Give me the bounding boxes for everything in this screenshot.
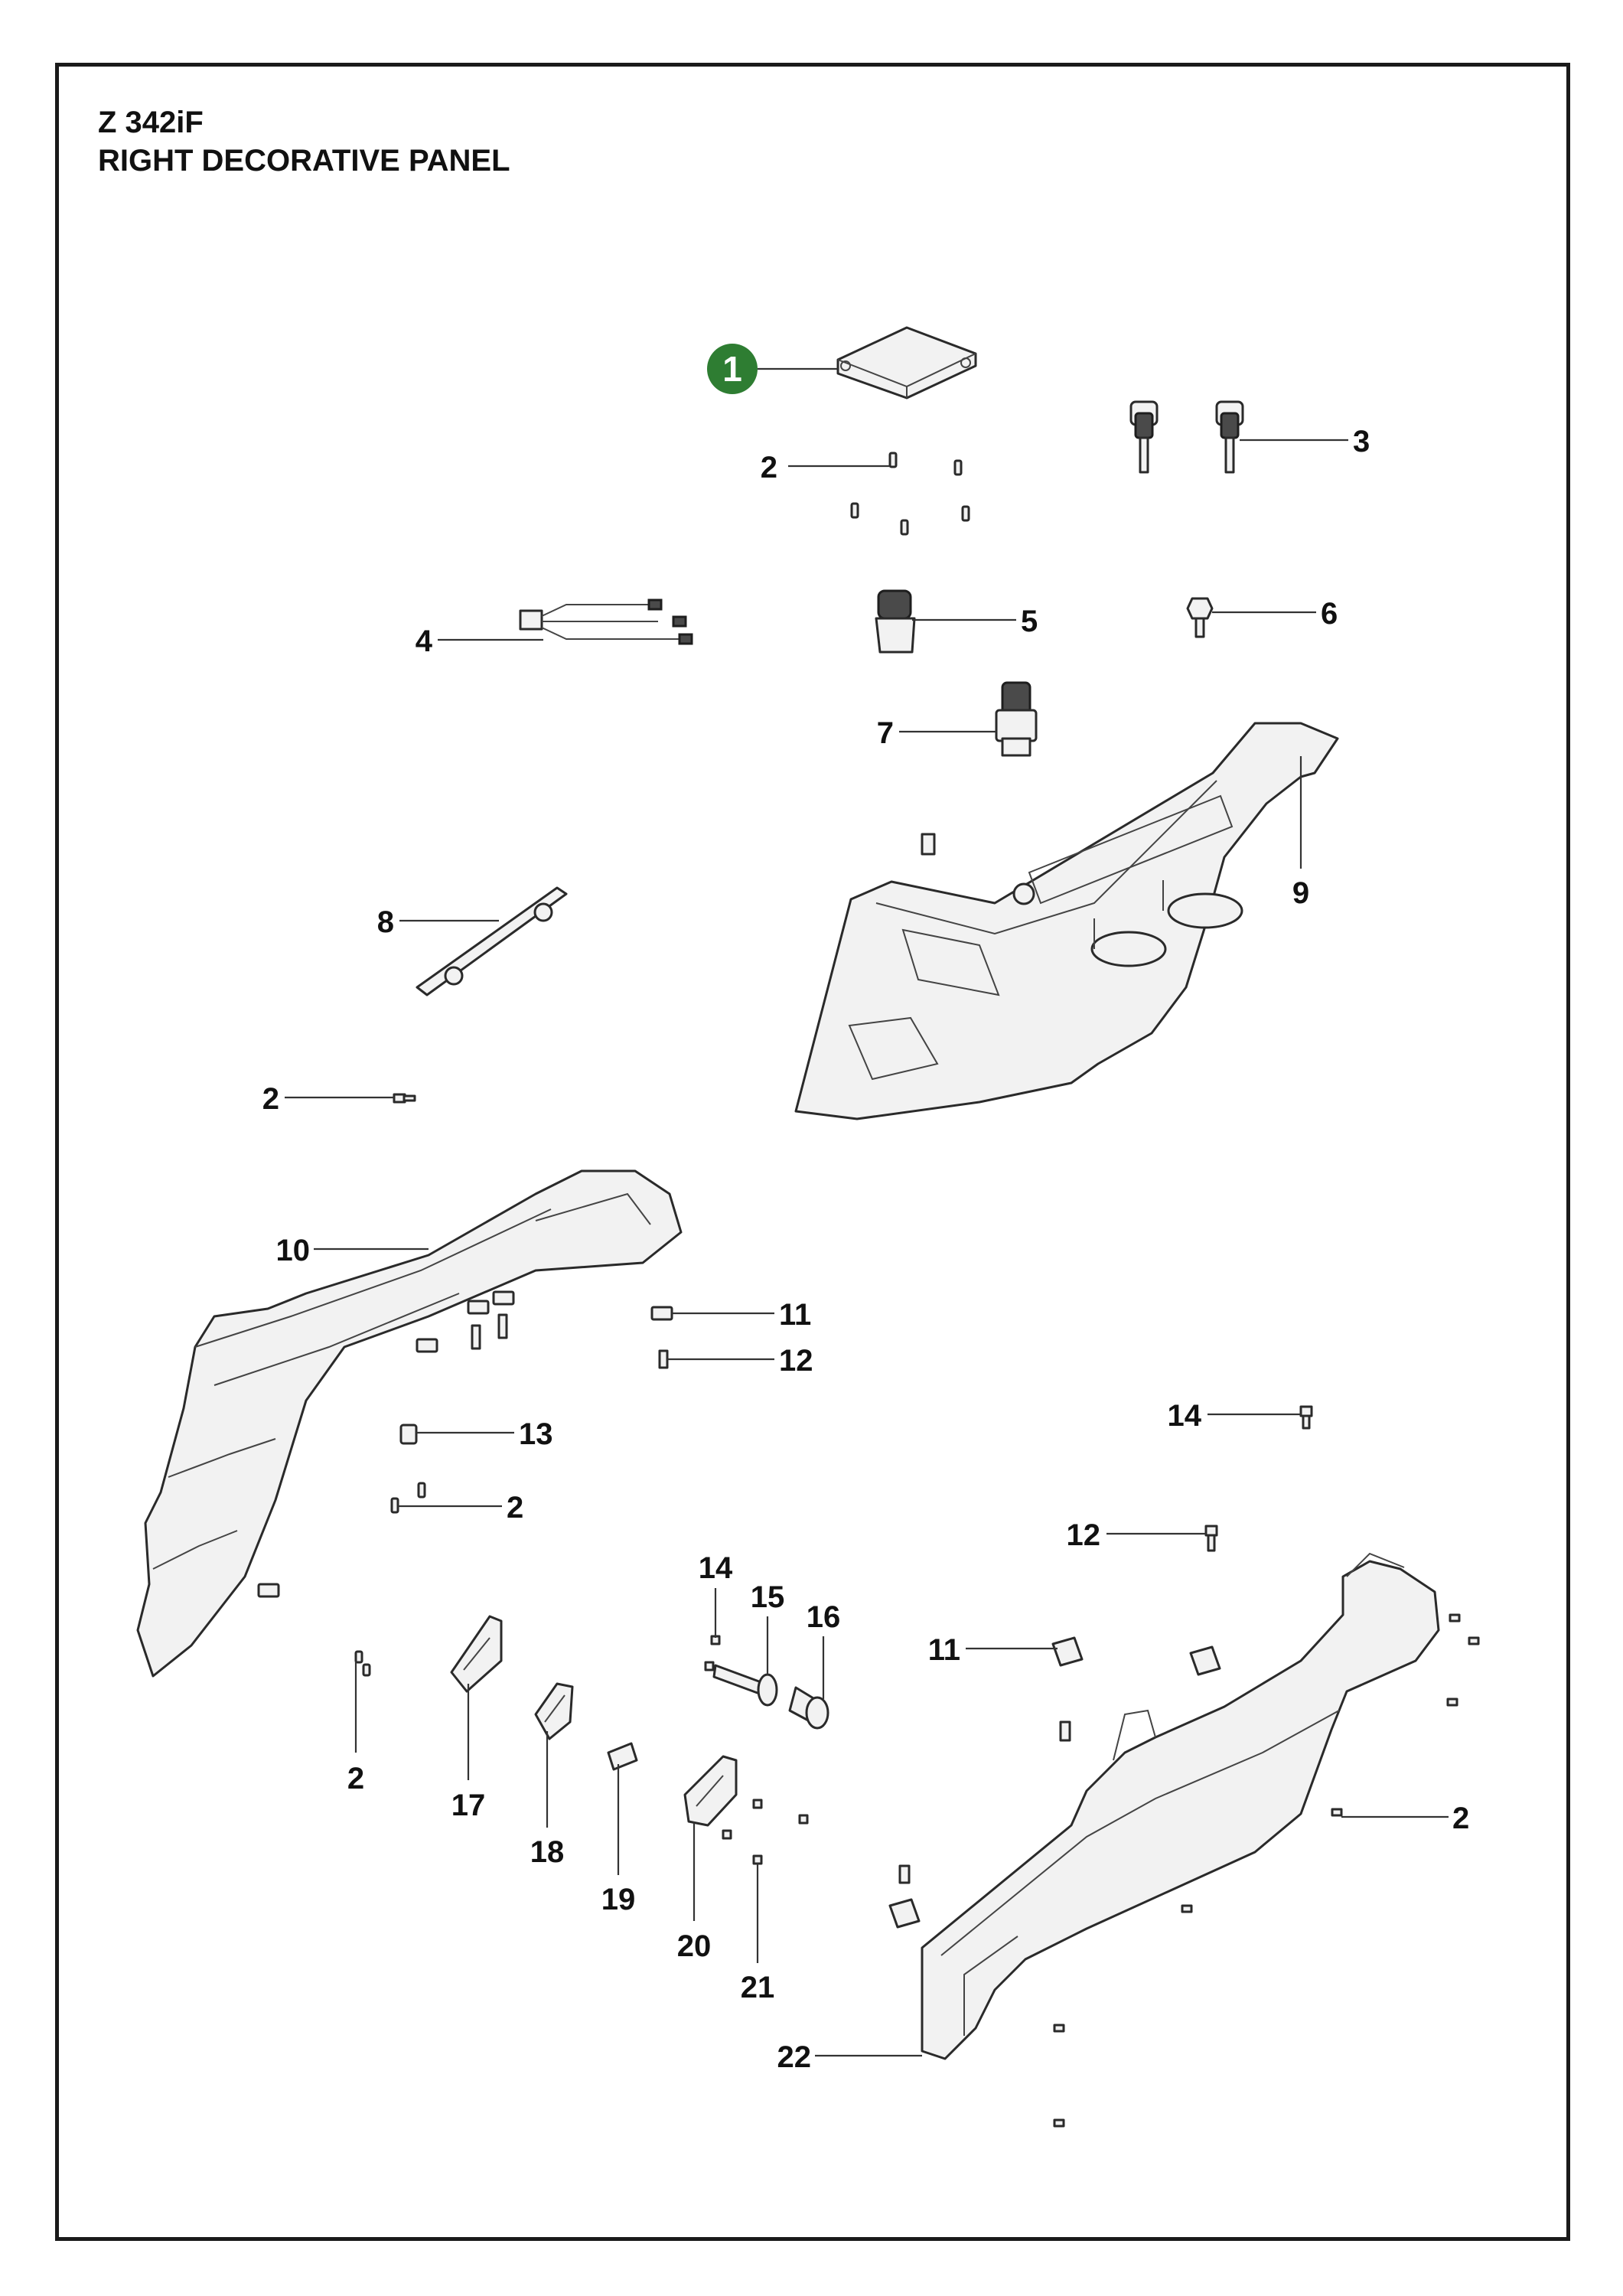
part-18-plate[interactable] [534, 1682, 574, 1740]
callout-15: 15 [751, 1580, 785, 1614]
part-10-inner-panel[interactable] [136, 1169, 683, 1678]
part-1-control-module[interactable] [836, 326, 977, 400]
callout-3: 3 [1353, 425, 1370, 458]
hardware-loose [898, 1720, 1071, 1884]
callout-8: 8 [377, 905, 394, 939]
part-6-bolt[interactable] [1186, 597, 1214, 638]
part-21-screws[interactable] [722, 1799, 809, 1865]
part-3-key-switches[interactable] [1129, 400, 1244, 474]
callout-4: 4 [416, 625, 433, 658]
part-5-stop-switch[interactable] [875, 589, 916, 654]
callout-16: 16 [807, 1600, 841, 1634]
part-15-bushing[interactable] [712, 1664, 778, 1707]
part-7-ignition-switch[interactable] [995, 681, 1038, 757]
callout-11b: 11 [928, 1633, 960, 1667]
callout-7: 7 [877, 716, 894, 750]
part-4-wiring-harness[interactable] [519, 598, 693, 645]
part-2-screws-lower-right[interactable] [1053, 1613, 1480, 2128]
part-8-trim-strip[interactable] [416, 886, 568, 996]
section-title: RIGHT DECORATIVE PANEL [98, 144, 510, 178]
callout-21: 21 [741, 1971, 775, 2004]
part-13-clip[interactable] [399, 1424, 418, 1445]
callout-5: 5 [1021, 605, 1038, 638]
part-14-bolt-right[interactable] [1299, 1405, 1313, 1430]
part-9-console-panel[interactable] [794, 722, 1339, 1120]
callout-13: 13 [519, 1417, 553, 1451]
callout-20: 20 [677, 1929, 712, 1963]
part-19-label[interactable] [607, 1742, 638, 1771]
callout-22: 22 [777, 2040, 812, 2074]
part-16-sleeve[interactable] [788, 1686, 829, 1730]
callout-12a: 12 [779, 1344, 813, 1378]
callout-19: 19 [601, 1883, 636, 1916]
callout-10: 10 [276, 1234, 311, 1267]
part-2-screws-bottom-left[interactable] [354, 1650, 371, 1677]
model-title: Z 342iF [98, 106, 204, 139]
callout-12b: 12 [1067, 1518, 1101, 1552]
callout-14a: 14 [1168, 1399, 1202, 1433]
part-12-screw-right[interactable] [1204, 1525, 1218, 1552]
callout-1: 1 [722, 349, 742, 389]
part-12-screws-upper[interactable] [471, 1313, 669, 1369]
callout-2e: 2 [1452, 1802, 1469, 1835]
highlight-badge [707, 344, 758, 394]
callout-14b: 14 [699, 1551, 733, 1585]
part-2-screws-mid[interactable] [390, 1482, 426, 1514]
part-2-screw-left[interactable] [393, 1093, 416, 1104]
part-14-pin[interactable] [704, 1635, 721, 1671]
callout-6: 6 [1321, 597, 1338, 631]
part-22-outer-panel[interactable] [921, 1552, 1440, 2060]
callout-9: 9 [1292, 876, 1309, 910]
part-2-screws-top[interactable] [850, 452, 970, 536]
diagram-frame [55, 63, 1570, 2241]
callout-17: 17 [451, 1789, 486, 1822]
part-20-bracket[interactable] [683, 1755, 738, 1827]
callout-2d: 2 [347, 1762, 364, 1795]
callout-18: 18 [530, 1835, 565, 1869]
part-11-clips-upper[interactable] [257, 1290, 673, 1598]
part-11-clips-lower[interactable] [888, 1636, 1221, 1929]
callout-2b: 2 [262, 1082, 279, 1116]
callout-11a: 11 [779, 1298, 811, 1332]
part-17-cover[interactable] [450, 1615, 503, 1693]
callout-2c: 2 [507, 1491, 523, 1525]
callout-2a: 2 [761, 451, 777, 484]
